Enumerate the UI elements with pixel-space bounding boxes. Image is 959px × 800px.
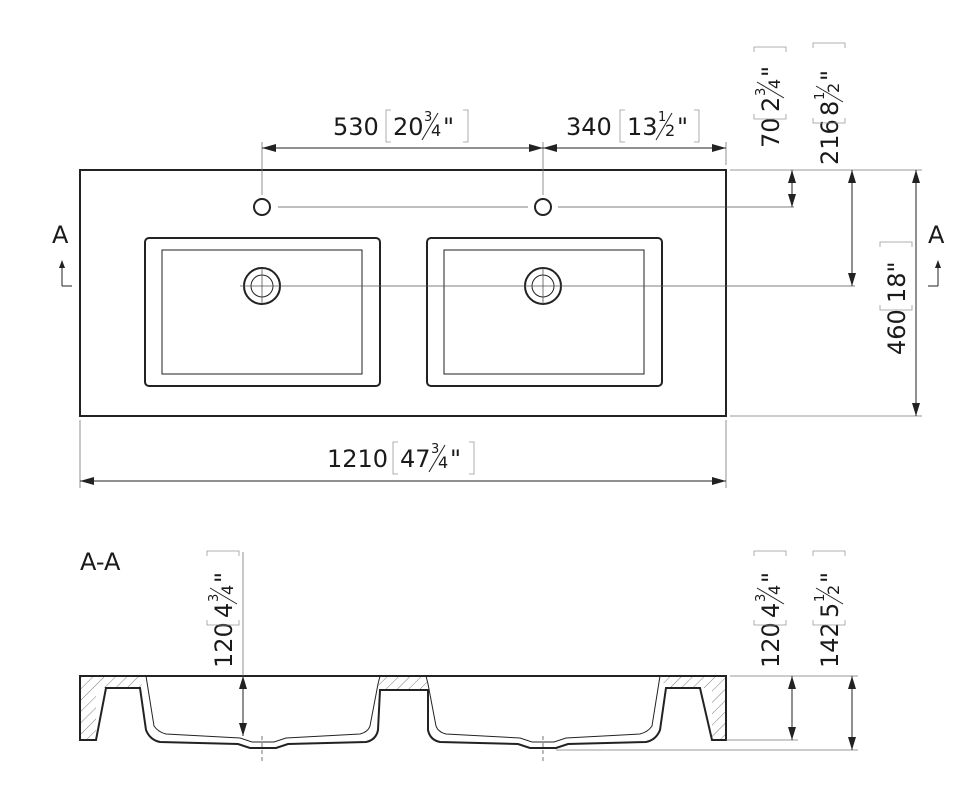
dim-depth-total: 460 18" <box>730 169 922 417</box>
svg-text:4: 4 <box>218 585 237 595</box>
svg-text:A: A <box>52 221 69 249</box>
svg-text:A: A <box>928 221 945 249</box>
svg-text:3: 3 <box>754 594 769 602</box>
svg-text:": " <box>443 113 454 141</box>
svg-text:20: 20 <box>393 113 424 141</box>
section-marker-right: A <box>928 221 945 287</box>
svg-text:70: 70 <box>757 117 785 148</box>
dim-hole-edge: 340 13 1 2 " <box>543 109 727 165</box>
svg-text:": " <box>677 113 688 141</box>
svg-text:3: 3 <box>754 88 769 96</box>
dim-section-left-height: 120 4 3 4 " <box>206 550 247 736</box>
svg-text:47: 47 <box>400 445 431 473</box>
svg-text:": " <box>757 572 785 583</box>
svg-text:": " <box>210 572 238 583</box>
countertop-outline <box>79 169 727 417</box>
section-title: A-A <box>80 548 121 576</box>
right-tap-hole-icon <box>534 198 552 216</box>
dim-width-total: 1210 47 3 4 " <box>79 420 727 488</box>
svg-text:2: 2 <box>665 121 675 140</box>
svg-text:1: 1 <box>813 594 828 602</box>
svg-text:460: 460 <box>883 309 911 355</box>
dim-drain-offset: 216 8 1 2 " <box>798 42 858 286</box>
svg-text:3: 3 <box>424 110 432 125</box>
svg-text:1210: 1210 <box>327 445 388 473</box>
svg-text:120: 120 <box>210 622 238 668</box>
svg-text:3: 3 <box>431 442 439 457</box>
svg-text:4: 4 <box>438 453 448 472</box>
left-tap-hole-icon <box>253 198 271 216</box>
svg-text:": " <box>816 70 844 81</box>
svg-text:": " <box>816 572 844 583</box>
svg-text:1: 1 <box>658 110 666 125</box>
svg-text:5: 5 <box>816 603 844 618</box>
svg-text:340: 340 <box>566 113 612 141</box>
svg-text:4: 4 <box>210 603 238 618</box>
dim-hole-spacing: 530 20 3 4 " <box>261 109 544 195</box>
dim-section-total-height: 142 5 1 2 " <box>556 550 858 751</box>
svg-text:8: 8 <box>816 101 844 116</box>
svg-text:530: 530 <box>333 113 379 141</box>
svg-text:": " <box>450 445 461 473</box>
section-marker-left: A <box>52 221 72 287</box>
svg-text:2: 2 <box>824 83 843 93</box>
svg-text:120: 120 <box>757 622 785 668</box>
svg-text:4: 4 <box>765 79 784 89</box>
plan-view <box>79 169 855 417</box>
svg-text:216: 216 <box>816 119 844 165</box>
svg-text:1: 1 <box>813 92 828 100</box>
svg-text:3: 3 <box>207 594 222 602</box>
svg-text:18": 18" <box>883 261 911 303</box>
svg-text:": " <box>757 66 785 77</box>
svg-text:4: 4 <box>757 603 785 618</box>
dim-hole-offset: 70 2 3 4 " <box>730 46 798 207</box>
svg-text:13: 13 <box>627 113 658 141</box>
section-view <box>79 675 727 762</box>
svg-text:142: 142 <box>816 622 844 668</box>
left-basin <box>144 237 381 387</box>
dim-section-right-height: 120 4 3 4 " <box>726 550 798 741</box>
svg-text:4: 4 <box>765 585 784 595</box>
right-basin <box>426 237 663 387</box>
svg-text:2: 2 <box>824 585 843 595</box>
svg-text:4: 4 <box>431 121 441 140</box>
svg-text:2: 2 <box>757 97 785 112</box>
